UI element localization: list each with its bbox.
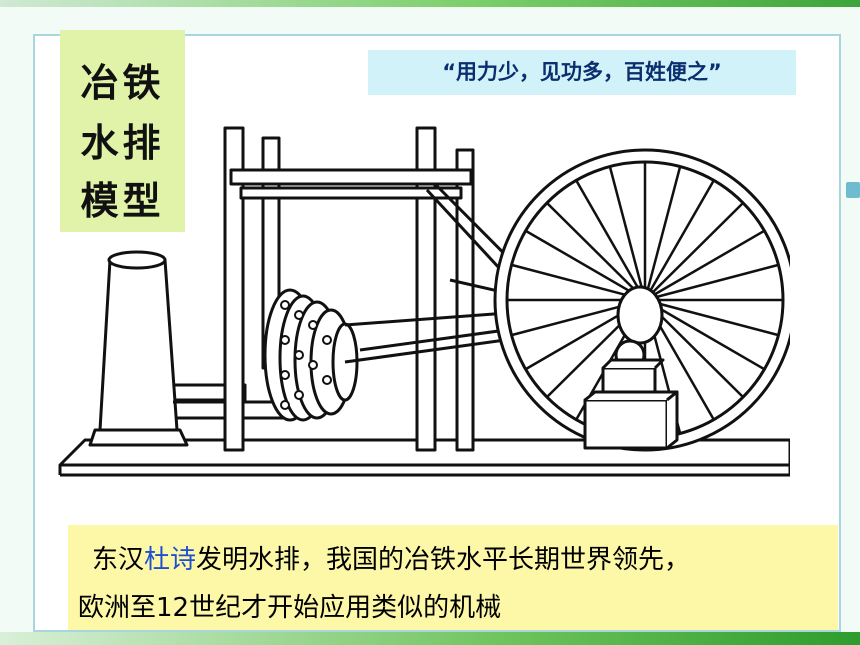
title-line-2: 水排 [80, 120, 165, 165]
water-bellows-illustration [58, 126, 790, 477]
bottom-decor-bar [0, 632, 860, 645]
description-prefix: 东汉 [92, 545, 145, 575]
description-line-2: 欧洲至12世纪才开始应用类似的机械 [78, 593, 502, 623]
title-box: 冶铁 水排 模型 [60, 30, 185, 232]
description-suffix: 发明水排，我国的冶铁水平长期世界领先， [196, 545, 691, 575]
quote-text: “用力少，见功多，百姓便之” [442, 60, 722, 84]
description-highlight-name: 杜诗 [144, 545, 197, 575]
description-box: 东汉杜诗发明水排，我国的冶铁水平长期世界领先， 欧洲至12世纪才开始应用类似的机… [68, 525, 838, 630]
title-line-1: 冶铁 [80, 60, 165, 105]
top-decor-bar [0, 0, 860, 7]
title-line-3: 模型 [80, 178, 165, 223]
side-tab-marker [846, 182, 860, 198]
description-line-1: 东汉杜诗发明水排，我国的冶铁水平长期世界领先， [92, 539, 690, 576]
quote-box: “用力少，见功多，百姓便之” [368, 50, 796, 95]
